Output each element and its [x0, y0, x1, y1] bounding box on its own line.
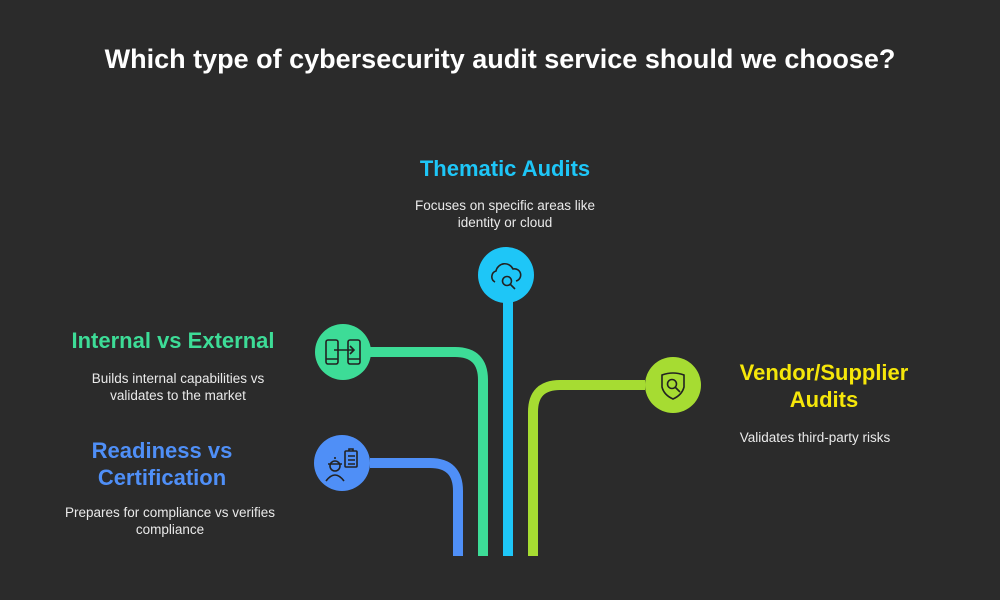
internal-title: Internal vs External: [71, 328, 275, 353]
vendor-node[interactable]: [645, 357, 701, 413]
readiness-desc-line2: compliance: [135, 522, 205, 537]
shield-search-icon: [661, 372, 685, 400]
internal-desc-line1: Builds internal capabilities vs: [91, 371, 265, 386]
vendor-desc-line1: Validates third-party risks: [739, 430, 891, 445]
page-title: Which type of cybersecurity audit servic…: [104, 44, 896, 74]
internal-branch: [370, 347, 488, 556]
vendor-branch: [528, 380, 645, 556]
transfer-icon: [325, 339, 361, 365]
thematic-title: Thematic Audits: [419, 156, 591, 181]
readiness-title-line1: Readiness vs: [91, 438, 233, 463]
readiness-title-line2: Certification: [97, 465, 227, 490]
readiness-branch: [370, 458, 463, 556]
vendor-title-line2: Audits: [789, 387, 859, 412]
worker-checklist-icon: [325, 448, 358, 482]
vendor-title-line1: Vendor/Supplier: [739, 360, 909, 385]
thematic-node[interactable]: [478, 247, 534, 303]
internal-desc-line2: validates to the market: [110, 388, 246, 403]
thematic-desc-line1: Focuses on specific areas like: [414, 198, 596, 213]
internal-node[interactable]: [315, 324, 371, 380]
readiness-node[interactable]: [314, 435, 370, 491]
readiness-desc-line1: Prepares for compliance vs verifies: [64, 505, 276, 520]
thematic-desc-line2: identity or cloud: [457, 215, 553, 230]
cloud-search-icon: [491, 263, 522, 290]
